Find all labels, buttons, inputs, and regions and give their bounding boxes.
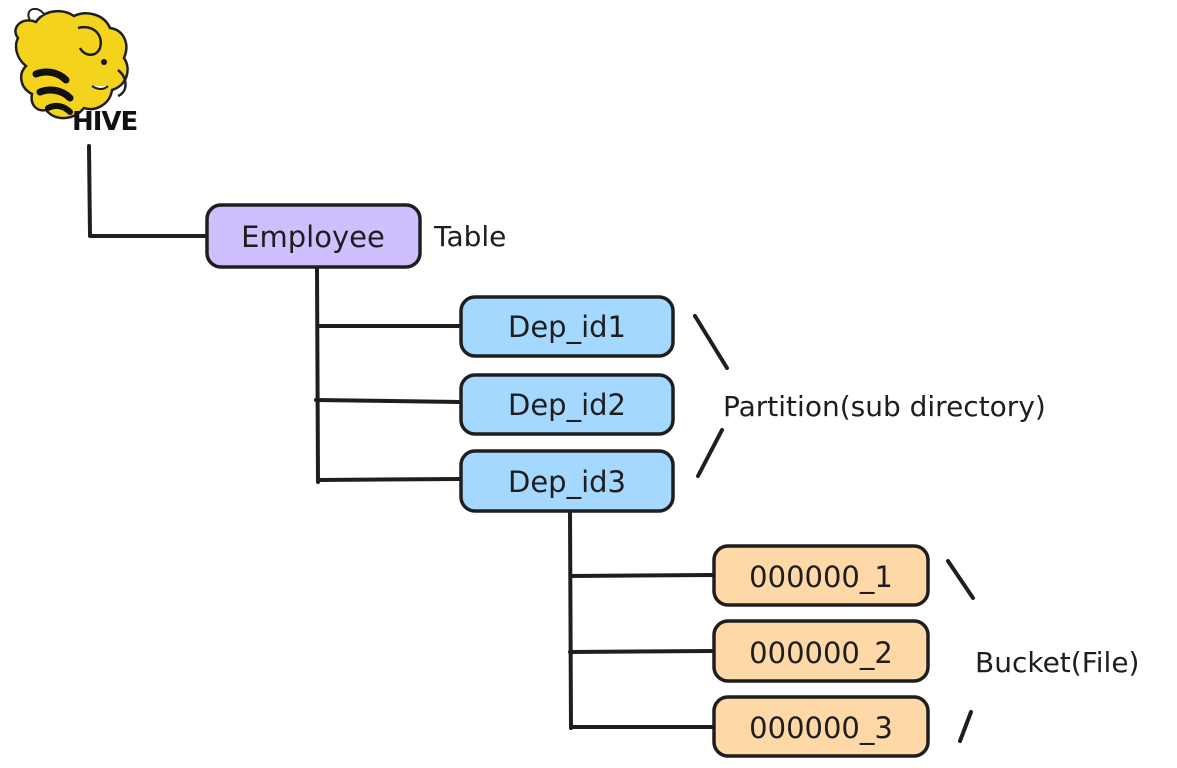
- partition-annotation: Partition(sub directory): [693, 314, 1046, 478]
- hive-elephant-bee-logo-icon: [14, 7, 129, 120]
- edge-dep-id3-to-bucket2: [568, 649, 715, 654]
- bucket-node: 000000_1: [712, 544, 930, 607]
- partition-brace-top: [693, 314, 729, 370]
- hive-logo: HIVE: [14, 7, 138, 137]
- bucket-label-2: 000000_2: [749, 636, 893, 670]
- partition-box-dep-id2: [459, 373, 675, 436]
- bucket-label-1: 000000_1: [749, 560, 893, 594]
- bucket-brace-top: [946, 559, 975, 600]
- table-box: [205, 203, 422, 269]
- bucket-box-3: [712, 695, 930, 758]
- partition-node: Dep_id1: [459, 295, 675, 358]
- hive-logo-word: HIVE: [72, 107, 137, 137]
- partition-label-dep-id1: Dep_id1: [508, 310, 626, 344]
- edge-table-trunk: [315, 266, 320, 484]
- partition-node: Dep_id3: [459, 449, 675, 513]
- table-label: Employee: [241, 220, 385, 254]
- edge-logo-to-table: [87, 144, 209, 238]
- partition-node: Dep_id2: [459, 373, 675, 436]
- bucket-node: 000000_3: [712, 695, 930, 758]
- partition-label-dep-id3: Dep_id3: [508, 465, 626, 499]
- edge-table-to-dep-id2: [314, 398, 463, 404]
- partition-box-dep-id3: [459, 449, 675, 513]
- partition-box-dep-id1: [459, 295, 675, 358]
- tree-edges: [87, 144, 715, 730]
- partition-brace-bottom: [696, 428, 724, 478]
- edge-dep-id3-trunk: [568, 510, 573, 730]
- table-node: Employee: [205, 203, 422, 269]
- partition-nodes: Dep_id1 Dep_id2 Dep_id3: [459, 295, 675, 513]
- edge-dep-id3-to-bucket1: [569, 573, 715, 578]
- bucket-nodes: 000000_1 000000_2 000000_3: [712, 544, 930, 758]
- partition-label-dep-id2: Dep_id2: [508, 388, 626, 422]
- edge-table-to-dep-id3: [316, 477, 463, 482]
- bucket-box-1: [712, 544, 930, 607]
- partition-caption: Partition(sub directory): [723, 390, 1046, 423]
- bucket-caption: Bucket(File): [975, 646, 1139, 679]
- table-caption: Table: [433, 220, 506, 253]
- bucket-node: 000000_2: [712, 619, 930, 683]
- bucket-box-2: [712, 619, 930, 683]
- bucket-label-3: 000000_3: [749, 711, 893, 745]
- bucket-annotation: Bucket(File): [946, 559, 1139, 743]
- bucket-brace-bottom: [958, 710, 973, 743]
